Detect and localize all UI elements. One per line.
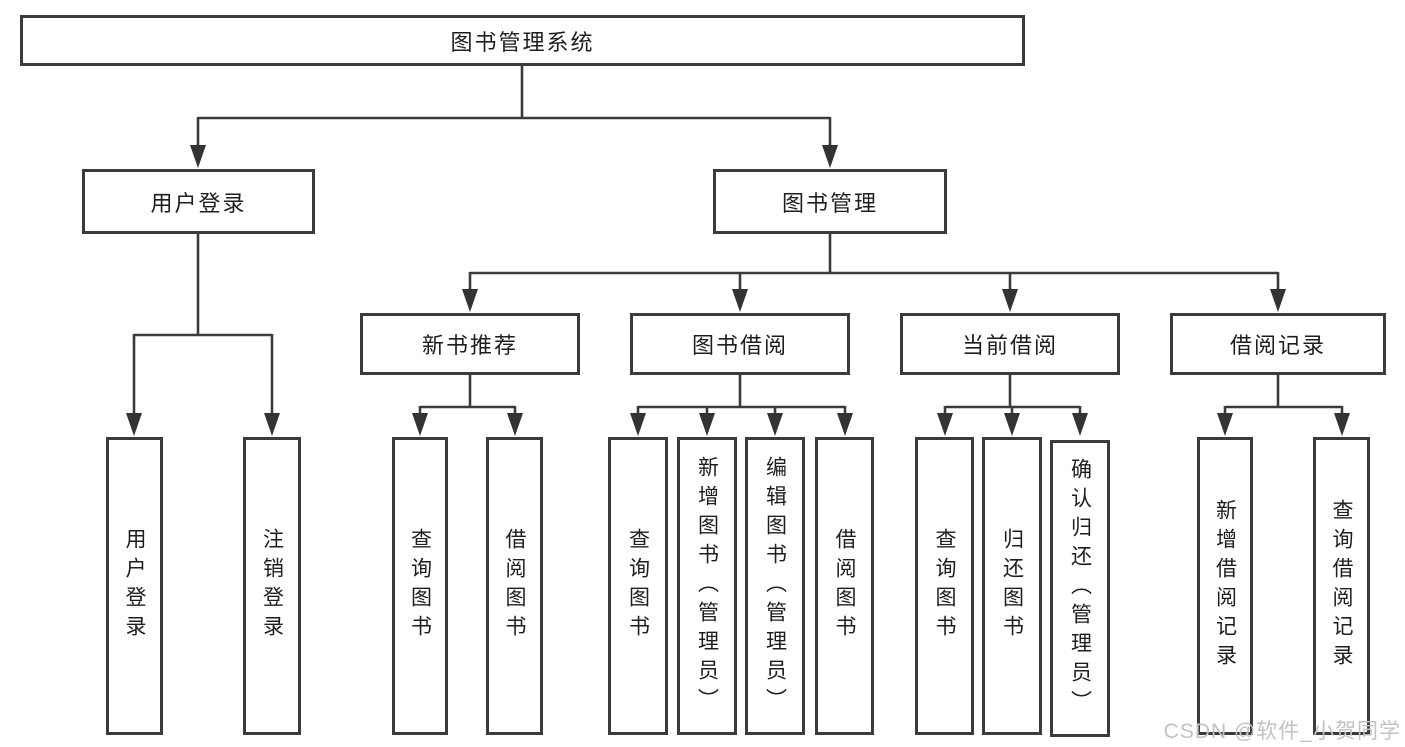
node-user-login: 用户登录 xyxy=(82,169,315,234)
leaf-add-borrow-record: 新增借阅记录 xyxy=(1197,437,1253,735)
node-borrowing-records: 借阅记录 xyxy=(1170,313,1386,375)
leaf-confirm-return-admin: 确认归还（管理员） xyxy=(1050,440,1110,737)
leaf-return-books: 归还图书 xyxy=(982,437,1042,735)
leaf-query-books-recommend: 查询图书 xyxy=(392,437,448,735)
leaf-user-login: 用户登录 xyxy=(106,437,163,735)
node-book-borrowing: 图书借阅 xyxy=(630,313,850,375)
leaf-add-books-admin: 新增图书（管理员） xyxy=(677,437,737,735)
watermark: CSDN @软件_小贺同学 xyxy=(1163,720,1401,743)
leaf-query-books-borrow: 查询图书 xyxy=(608,437,668,735)
node-book-management: 图书管理 xyxy=(713,169,947,234)
leaf-query-borrow-record: 查询借阅记录 xyxy=(1313,437,1370,735)
leaf-borrow-books: 借阅图书 xyxy=(815,437,874,735)
node-new-book-recommendation: 新书推荐 xyxy=(360,313,580,375)
leaf-edit-books-admin: 编辑图书（管理员） xyxy=(745,437,805,735)
leaf-borrow-books-recommend: 借阅图书 xyxy=(486,437,543,735)
leaf-logout: 注销登录 xyxy=(243,437,301,735)
arrowheads xyxy=(126,145,1350,436)
node-current-borrowing: 当前借阅 xyxy=(900,313,1120,375)
node-library-management-system: 图书管理系统 xyxy=(20,15,1025,66)
leaf-query-books-current: 查询图书 xyxy=(915,437,974,735)
